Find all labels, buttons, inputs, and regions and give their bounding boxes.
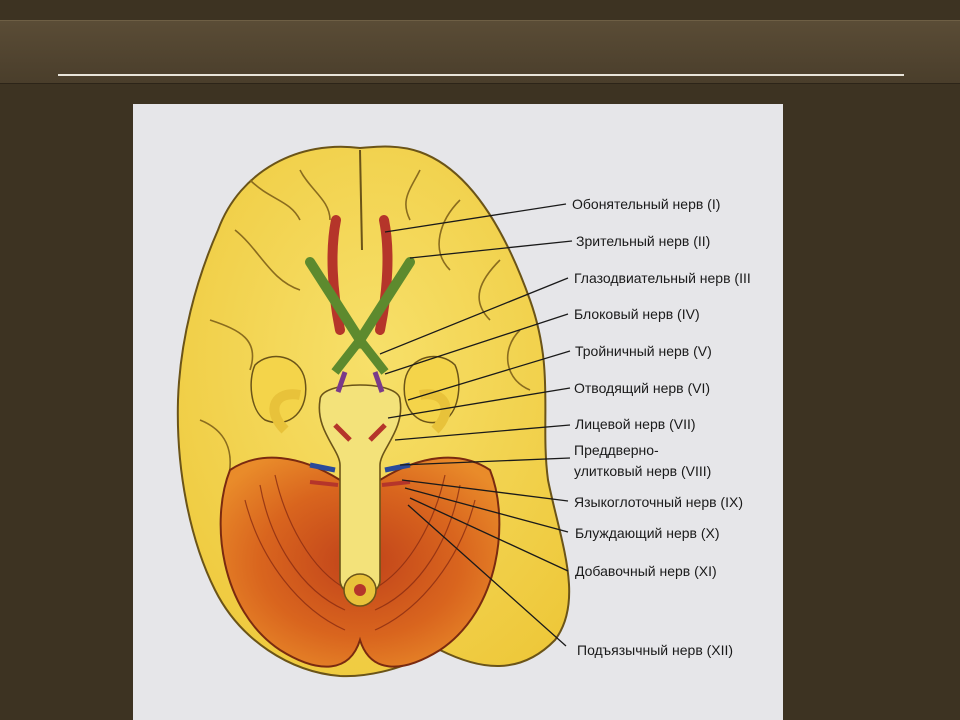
label-accessory-nerve: Добавочный нерв (XI) <box>575 563 717 579</box>
label-trochlear-nerve: Блоковый нерв (IV) <box>574 306 700 322</box>
label-facial-nerve: Лицевой нерв (VII) <box>575 416 696 432</box>
label-vagus-nerve: Блуждающий нерв (X) <box>575 525 720 541</box>
label-olfactory-nerve: Обонятельный нерв (I) <box>572 196 721 212</box>
olfactory-tracts <box>327 215 393 335</box>
leader-lines <box>379 203 573 647</box>
optic-chiasm <box>305 257 415 375</box>
title-underline <box>58 74 904 76</box>
label-trigeminal-nerve: Тройничный нерв (V) <box>575 343 712 359</box>
title-bar <box>0 20 960 84</box>
label-vestibulocochlear-nerve-line1: Преддверно- <box>574 442 659 458</box>
brainstem <box>318 384 402 607</box>
label-hypoglossal-nerve: Подъязычный нерв (XII) <box>577 642 734 658</box>
label-abducens-nerve: Отводящий нерв (VI) <box>574 380 711 396</box>
label-glossopharyngeal-nerve: Языкоглоточный нерв (IX) <box>574 494 743 510</box>
label-oculomotor-nerve: Глазодвиательный нерв (III <box>574 270 751 286</box>
label-vestibulocochlear-nerve-line2: улитковый нерв (VIII) <box>574 463 712 479</box>
label-optic-nerve: Зрительный нерв (II) <box>576 233 711 249</box>
